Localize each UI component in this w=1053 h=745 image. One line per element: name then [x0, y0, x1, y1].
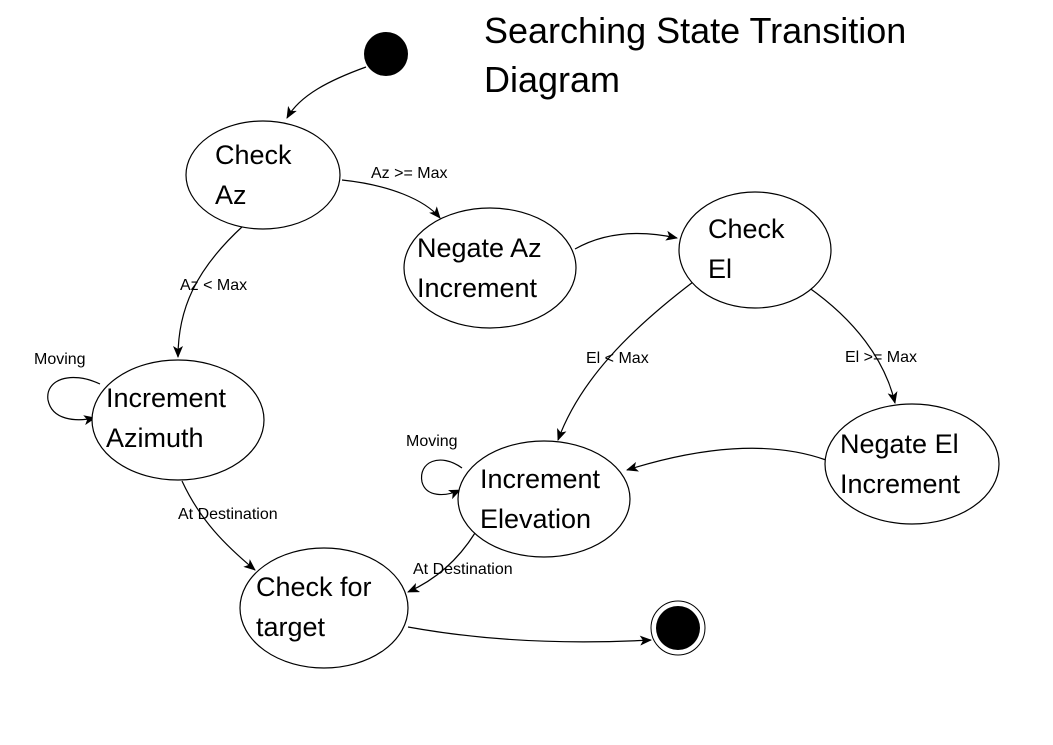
- label-az-ge-max: Az >= Max: [371, 165, 447, 182]
- state-increment-elevation: Increment Elevation: [457, 440, 631, 558]
- state-check-az: Check Az: [185, 120, 341, 230]
- edge-check-az-to-negate-az: [341, 179, 441, 219]
- edge-check-az-to-increment-azimuth: [173, 225, 244, 358]
- edge-increment-elevation-to-check-target: [407, 532, 476, 593]
- state-negate-az-line2: Increment: [417, 273, 538, 303]
- diagram-title-line2: Diagram: [484, 59, 620, 100]
- state-check-az-line2: Az: [215, 180, 247, 210]
- edge-check-target-to-final: [407, 626, 652, 646]
- state-negate-el-increment: Negate El Increment: [824, 403, 1000, 525]
- label-moving-azimuth: Moving: [34, 351, 86, 368]
- final-state-inner: [656, 606, 700, 650]
- label-el-lt-max: El < Max: [586, 350, 649, 367]
- state-negate-el-line1: Negate El: [840, 429, 959, 459]
- edge-initial-to-check-az: [286, 66, 367, 119]
- edge-negate-el-to-increment-elevation: [626, 447, 827, 472]
- initial-state: [364, 32, 408, 76]
- label-at-destination-elevation: At Destination: [413, 561, 513, 578]
- diagram-title-line1: Searching State Transition: [484, 10, 906, 51]
- edge-moving-azimuth-self-loop: [47, 376, 101, 426]
- state-increment-azimuth-line1: Increment: [106, 383, 227, 413]
- edge-moving-elevation-self-loop: [420, 459, 463, 500]
- label-az-lt-max: Az < Max: [180, 277, 247, 294]
- edge-check-el-to-negate-el: [807, 286, 898, 404]
- label-el-ge-max: El >= Max: [845, 349, 917, 366]
- state-check-target-line2: target: [256, 612, 326, 642]
- state-negate-az-increment: Negate Az Increment: [403, 207, 577, 329]
- edge-negate-az-to-check-el: [574, 230, 678, 250]
- state-increment-azimuth-line2: Azimuth: [106, 423, 204, 453]
- state-check-for-target: Check for target: [239, 547, 409, 669]
- label-at-destination-azimuth: At Destination: [178, 506, 278, 523]
- label-moving-elevation: Moving: [406, 433, 458, 450]
- state-check-el: Check El: [678, 191, 832, 309]
- state-check-el-line2: El: [708, 254, 732, 284]
- state-check-az-line1: Check: [215, 140, 292, 170]
- state-negate-az-line1: Negate Az: [417, 233, 542, 263]
- state-increment-azimuth: Increment Azimuth: [91, 359, 265, 481]
- edge-increment-azimuth-to-check-target: [181, 480, 256, 571]
- state-increment-elevation-line1: Increment: [480, 464, 601, 494]
- edge-check-el-to-increment-elevation: [557, 281, 694, 441]
- state-check-el-line1: Check: [708, 214, 785, 244]
- state-negate-el-line2: Increment: [840, 469, 961, 499]
- state-increment-elevation-line2: Elevation: [480, 504, 591, 534]
- state-check-target-line1: Check for: [256, 572, 372, 602]
